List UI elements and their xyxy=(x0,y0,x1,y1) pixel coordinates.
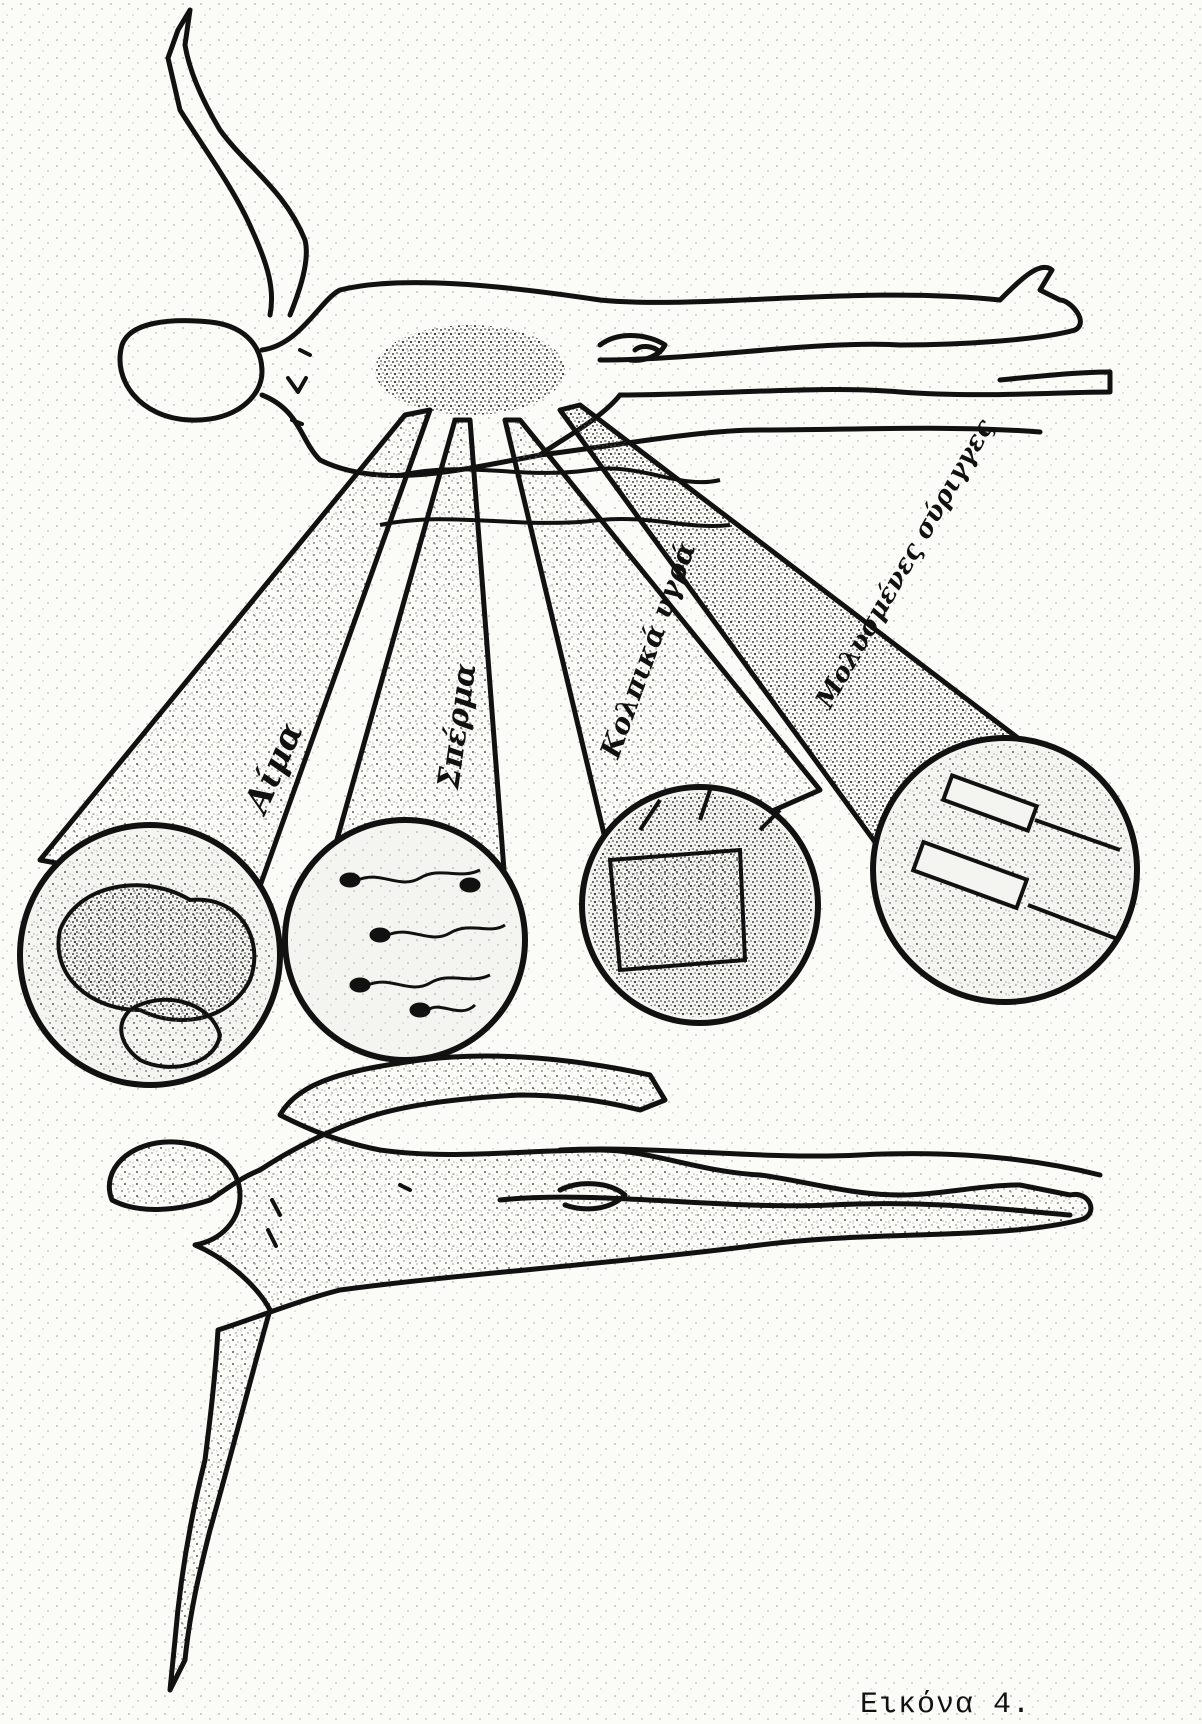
figure-caption: Εικόνα 4. xyxy=(860,1688,1031,1722)
circle-vaginal-fluids xyxy=(582,787,818,1023)
tissue-structure xyxy=(610,850,745,970)
circle-blood xyxy=(20,825,280,1085)
circle-syringes xyxy=(873,738,1137,1002)
circle-semen xyxy=(285,820,525,1060)
infection-site xyxy=(375,325,565,415)
